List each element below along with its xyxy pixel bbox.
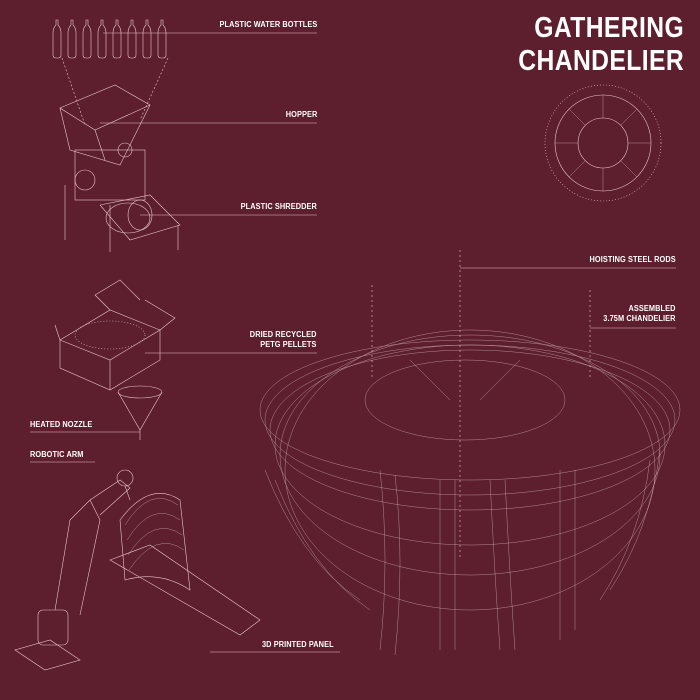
label-rods: HOISTING STEEL RODS	[589, 255, 676, 264]
label-assembled-line-1: ASSEMBLED	[628, 304, 676, 313]
nozzle-icon	[117, 385, 163, 440]
label-pellets-line-2: PETG PELLETS	[260, 340, 317, 349]
title-line-1: GATHERING	[534, 12, 684, 44]
robotic-arm-icon	[14, 469, 261, 671]
label-hopper: HOPPER	[285, 110, 317, 119]
chandelier-drawing	[259, 250, 681, 656]
label-arm: ROBOTIC ARM	[30, 450, 84, 459]
bottles-icon	[52, 19, 169, 126]
leader-lines	[30, 32, 676, 653]
label-assembled: ASSEMBLED 3.75M CHANDELIER	[604, 304, 676, 324]
shredder-icon	[59, 84, 181, 252]
label-shredder: PLASTIC SHREDDER	[240, 202, 317, 211]
chandelier-plan-icon	[544, 84, 662, 202]
label-bottles: PLASTIC WATER BOTTLES	[219, 20, 317, 29]
label-assembled-line-2: 3.75M CHANDELIER	[603, 314, 676, 323]
pellets-box-icon	[54, 279, 176, 391]
label-pellets-line-1: DRIED RECYCLED	[250, 330, 317, 339]
label-nozzle: HEATED NOZZLE	[30, 420, 93, 429]
label-pellets: DRIED RECYCLED PETG PELLETS	[250, 330, 317, 350]
printed-panel-icon	[124, 498, 185, 571]
page-title: GATHERING CHANDELIER	[518, 12, 684, 78]
label-panel: 3D PRINTED PANEL	[262, 640, 334, 649]
title-line-2: CHANDELIER	[518, 45, 684, 77]
